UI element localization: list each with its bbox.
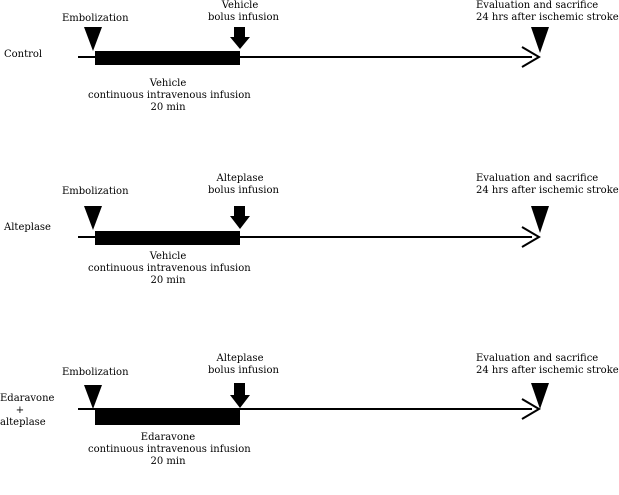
continuous-infusion-bar: [95, 410, 240, 425]
embolization-marker: [84, 206, 102, 230]
continuous-label-line: 20 min: [150, 456, 186, 467]
bolus-label-line: bolus infusion: [208, 12, 279, 23]
bolus-arrow: [230, 206, 250, 229]
protocol-row-alteplase: Alteplase Embolization Alteplase bolus i…: [0, 173, 619, 323]
group-label-line: +: [15, 405, 25, 416]
embolization-label: Embolization: [62, 367, 129, 378]
embolization-marker: [84, 385, 102, 409]
continuous-label-line: continuous intravenous infusion: [88, 90, 251, 101]
continuous-label-line: continuous intravenous infusion: [88, 444, 251, 455]
embolization-marker: [84, 27, 102, 51]
bolus-label: Alteplase bolus infusion: [208, 173, 279, 197]
bolus-arrow: [230, 27, 250, 49]
continuous-infusion-label: Edaravone continuous intravenous infusio…: [88, 432, 251, 468]
continuous-label-line: Vehicle: [149, 78, 187, 89]
evaluation-label: Evaluation and sacrifice 24 hrs after is…: [476, 173, 619, 197]
embolization-label: Embolization: [62, 13, 129, 24]
timeline-arrowhead: [521, 46, 541, 68]
timeline-graphic: [78, 383, 549, 425]
group-label-line: Control: [4, 49, 43, 60]
group-label-line: alteplase: [0, 417, 46, 428]
continuous-label-line: Vehicle: [149, 251, 187, 262]
bolus-label-line: bolus infusion: [208, 185, 279, 196]
experimental-protocol-diagram: Control Embolization Vehicle bolus infus…: [0, 0, 619, 467]
group-label: Edaravone + alteplase: [0, 393, 55, 429]
timeline-arrowhead: [521, 226, 541, 248]
evaluation-label-line: 24 hrs after ischemic stroke: [476, 185, 619, 196]
continuous-infusion-bar: [95, 51, 240, 65]
continuous-label-line: Edaravone: [140, 432, 196, 443]
protocol-row-control: Control Embolization Vehicle bolus infus…: [0, 0, 619, 150]
timeline-graphic: [78, 206, 549, 248]
evaluation-marker: [531, 383, 549, 409]
group-label-line: Edaravone: [0, 393, 55, 404]
evaluation-label-line: 24 hrs after ischemic stroke: [476, 365, 619, 376]
evaluation-label-line: Evaluation and sacrifice: [476, 173, 599, 184]
continuous-infusion-label: Vehicle continuous intravenous infusion …: [88, 251, 251, 287]
bolus-label: Alteplase bolus infusion: [208, 353, 279, 377]
continuous-label-line: 20 min: [150, 102, 186, 113]
bolus-arrow: [230, 383, 250, 408]
timeline-arrowhead: [521, 398, 541, 420]
bolus-label-line: bolus infusion: [208, 365, 279, 376]
bolus-label-line: Alteplase: [216, 353, 264, 364]
evaluation-label-line: Evaluation and sacrifice: [476, 0, 599, 11]
bolus-label-line: Vehicle: [221, 0, 259, 11]
group-label: Control: [4, 49, 42, 61]
group-label: Alteplase: [4, 222, 51, 234]
evaluation-label-line: 24 hrs after ischemic stroke: [476, 12, 619, 23]
evaluation-label-line: Evaluation and sacrifice: [476, 353, 599, 364]
group-label-line: Alteplase: [4, 222, 51, 233]
protocol-row-edaravone-alteplase: Edaravone + alteplase Embolization Altep…: [0, 345, 619, 495]
continuous-infusion-bar: [95, 231, 240, 245]
bolus-label: Vehicle bolus infusion: [208, 0, 279, 24]
timeline-graphic: [78, 27, 549, 68]
embolization-label: Embolization: [62, 186, 129, 197]
evaluation-label: Evaluation and sacrifice 24 hrs after is…: [476, 353, 619, 377]
continuous-label-line: continuous intravenous infusion: [88, 263, 251, 274]
bolus-label-line: Alteplase: [216, 173, 264, 184]
evaluation-label: Evaluation and sacrifice 24 hrs after is…: [476, 0, 619, 24]
continuous-label-line: 20 min: [150, 275, 186, 286]
evaluation-marker: [531, 206, 549, 233]
continuous-infusion-label: Vehicle continuous intravenous infusion …: [88, 78, 251, 114]
evaluation-marker: [531, 27, 549, 53]
